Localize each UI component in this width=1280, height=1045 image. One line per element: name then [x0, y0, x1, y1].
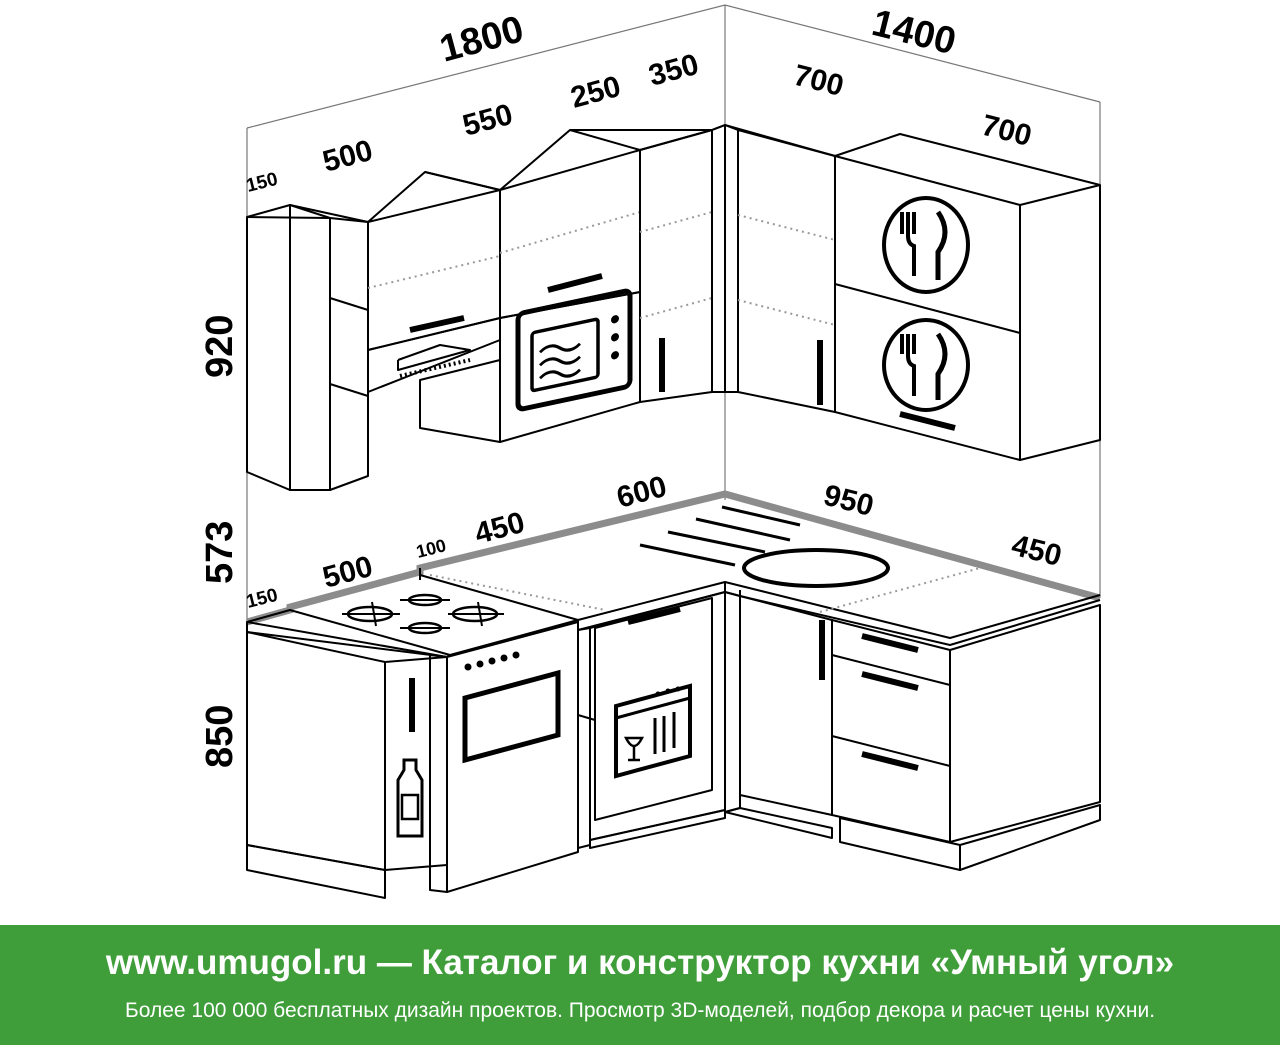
cutlery-icon	[882, 318, 970, 412]
countertop-back-edge	[246, 490, 1101, 626]
base-corner-cabinet	[724, 591, 833, 839]
dim-top-1400: 1400	[868, 2, 960, 63]
dim-upper-350: 350	[645, 48, 702, 93]
dim-upper-550: 550	[459, 98, 516, 143]
dim-height-850: 850	[199, 705, 241, 768]
dim-lower-150: 150	[244, 585, 280, 613]
dim-upper-500: 500	[319, 134, 376, 179]
upper-narrow-cabinet	[639, 124, 726, 403]
oven-cabinet	[429, 621, 579, 893]
hob-burners-icon	[342, 593, 504, 635]
upper-hood-cabinet	[367, 189, 501, 443]
dim-upper-right-700a: 700	[790, 59, 847, 103]
dimension-labels: 1800 1400 150 500 550 250 350 700 700 92…	[199, 2, 1065, 768]
dishwasher-icon	[614, 683, 692, 779]
banner-subtitle: Более 100 000 бесплатных дизайн проектов…	[124, 999, 1156, 1022]
base-drawer-cabinet	[831, 604, 1101, 871]
dim-upper-250: 250	[567, 70, 624, 115]
dishwasher-cabinet	[577, 591, 726, 849]
kitchen-diagram: 1800 1400 150 500 550 250 350 700 700 92…	[199, 2, 1101, 899]
dim-height-920: 920	[199, 315, 241, 378]
bottle-icon	[396, 758, 424, 838]
upper-right-cabinet	[834, 133, 1101, 461]
cutlery-icon	[882, 196, 970, 294]
oven-door-icon	[462, 669, 561, 764]
oven-knobs-icon	[464, 651, 520, 671]
dim-upper-150: 150	[244, 169, 280, 197]
banner-title[interactable]: www.umugol.ru — Каталог и конструктор ку…	[105, 943, 1175, 982]
dim-top-1800: 1800	[435, 8, 528, 70]
upper-open-shelf	[246, 204, 369, 491]
upper-corner-cabinet	[724, 124, 836, 413]
dim-height-573: 573	[199, 521, 241, 584]
dim-lower-100: 100	[414, 535, 448, 562]
countertop	[246, 505, 1101, 658]
microwave-icon	[515, 288, 633, 412]
sink-icon	[639, 505, 890, 588]
promo-banner: www.umugol.ru — Каталог и конструктор ку…	[0, 925, 1280, 1045]
base-left-cabinet	[246, 631, 448, 899]
upper-top-edges	[289, 124, 726, 223]
upper-microwave-cabinet	[499, 149, 641, 443]
dim-lower-950: 950	[820, 479, 877, 523]
dim-lower-right-450: 450	[1008, 529, 1065, 573]
dim-upper-right-700b: 700	[978, 109, 1035, 153]
